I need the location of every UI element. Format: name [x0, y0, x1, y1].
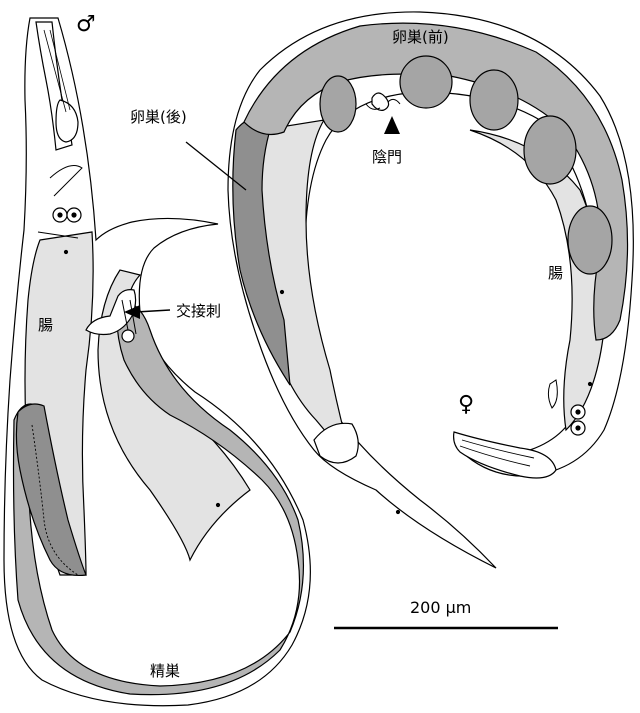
ovary-posterior-label: 卵巣(後) [130, 108, 187, 126]
spicule [85, 289, 137, 336]
female-worm [227, 11, 634, 569]
intestine-male-label: 腸 [38, 316, 54, 334]
spicule-pointer [135, 309, 171, 313]
vulva-label: 陰門 [372, 148, 403, 166]
ovary-posterior-pointer [185, 141, 247, 191]
ovary-anterior [243, 22, 629, 341]
intestine-female-label: 腸 [548, 264, 564, 282]
male-symbol: ♂ [76, 12, 96, 37]
scale-bar-label: 200 μm [410, 598, 472, 617]
female-intestine-right [469, 129, 605, 432]
male-pharynx-bulb [55, 99, 79, 143]
testis-distal [15, 403, 87, 577]
male-worm [3, 17, 311, 707]
vulva-arrowhead [384, 116, 400, 134]
spicule-arrowhead [124, 305, 140, 319]
testis-label: 精巣 [150, 662, 181, 680]
spicule-label: 交接刺 [176, 302, 222, 320]
female-symbol: ♀ [458, 392, 475, 417]
oocytes [319, 55, 613, 275]
testis-dotted-line [31, 424, 79, 576]
ovary-anterior-label: 卵巣(前) [392, 28, 449, 46]
female-head [453, 431, 557, 479]
female-rectum [313, 422, 359, 464]
